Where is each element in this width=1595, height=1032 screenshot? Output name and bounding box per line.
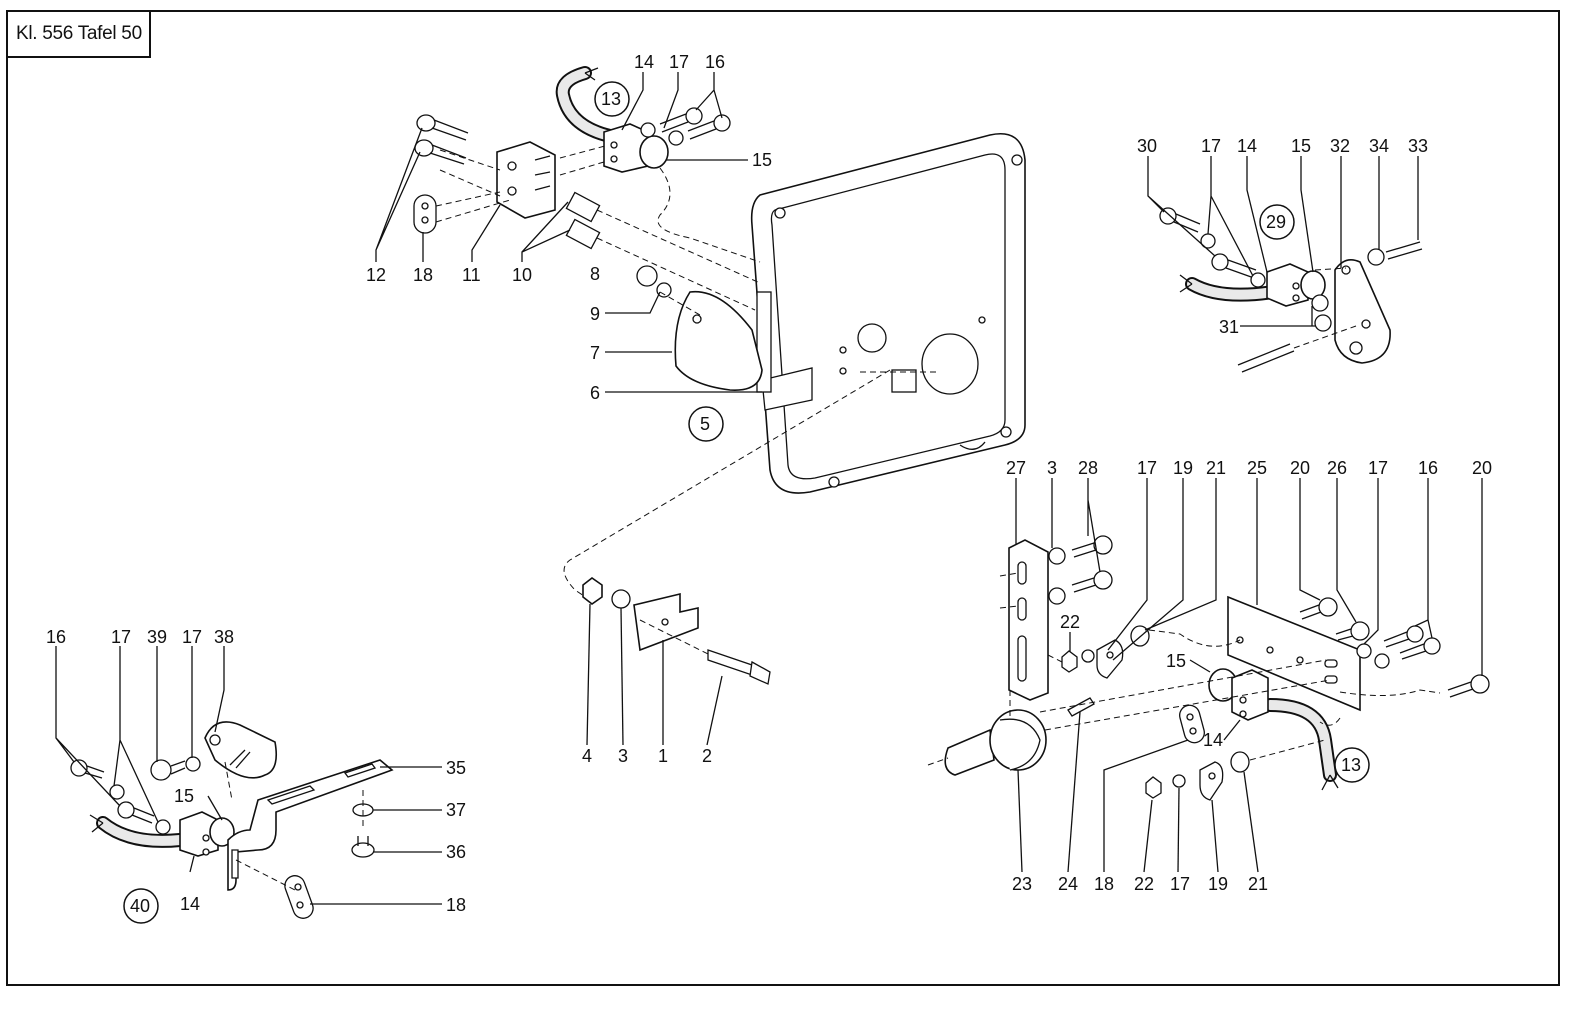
callout-3: 3 <box>1047 458 1057 478</box>
callout-11: 11 <box>462 265 481 285</box>
callout-17: 17 <box>1170 874 1190 894</box>
cover-panel <box>750 133 1026 494</box>
callout-9: 9 <box>590 304 600 324</box>
callout-17: 17 <box>669 52 689 72</box>
callout-32: 32 <box>1330 136 1350 156</box>
ref-29: 29 <box>1266 212 1286 232</box>
ref-5: 5 <box>700 414 710 434</box>
callout-1: 1 <box>658 746 668 766</box>
callout-14: 14 <box>1203 730 1223 750</box>
callout-23: 23 <box>1012 874 1032 894</box>
callout-18: 18 <box>1094 874 1114 894</box>
callout-17: 17 <box>182 627 202 647</box>
callout-7: 7 <box>590 343 600 363</box>
assembly-center <box>563 369 940 685</box>
callout-15: 15 <box>174 786 194 806</box>
cover-plate-7 <box>674 290 763 391</box>
assembly-13-top <box>413 66 761 316</box>
callout-labels: 12 18 11 10 14 17 16 15 8 9 7 6 30 17 14… <box>46 52 1492 915</box>
callout-14: 14 <box>1237 136 1257 156</box>
ref-13-top: 13 <box>601 89 621 109</box>
callout-36: 36 <box>446 842 466 862</box>
ref-40: 40 <box>130 896 150 916</box>
drawing-frame <box>6 10 1560 986</box>
callout-10: 10 <box>512 265 532 285</box>
callout-25: 25 <box>1247 458 1267 478</box>
callout-3: 3 <box>618 746 628 766</box>
callout-15: 15 <box>752 150 772 170</box>
callout-14: 14 <box>634 52 654 72</box>
leader-lines <box>55 72 1483 905</box>
callout-19: 19 <box>1173 458 1193 478</box>
callout-16: 16 <box>46 627 66 647</box>
assembly-40 <box>70 721 394 919</box>
callout-37: 37 <box>446 800 466 820</box>
callout-21: 21 <box>1248 874 1268 894</box>
callout-22: 22 <box>1060 612 1080 632</box>
callout-26: 26 <box>1327 458 1347 478</box>
callout-20: 20 <box>1290 458 1310 478</box>
callout-4: 4 <box>582 746 592 766</box>
callout-24: 24 <box>1058 874 1078 894</box>
callout-2: 2 <box>702 746 712 766</box>
callout-17: 17 <box>1137 458 1157 478</box>
plate-title: Kl. 556 Tafel 50 <box>6 10 151 58</box>
callout-15: 15 <box>1166 651 1186 671</box>
callout-20: 20 <box>1472 458 1492 478</box>
callout-33: 33 <box>1408 136 1428 156</box>
callout-12: 12 <box>366 265 386 285</box>
callout-14: 14 <box>180 894 200 914</box>
callout-38: 38 <box>214 627 234 647</box>
callout-18: 18 <box>446 895 466 915</box>
assembly-bottom-right <box>927 535 1490 801</box>
callout-34: 34 <box>1369 136 1389 156</box>
callout-28: 28 <box>1078 458 1098 478</box>
circled-refs: 13 5 29 13 40 <box>123 81 1370 924</box>
callout-19: 19 <box>1208 874 1228 894</box>
callout-16: 16 <box>705 52 725 72</box>
ref-13-bottom: 13 <box>1341 755 1361 775</box>
callout-39: 39 <box>147 627 167 647</box>
callout-8: 8 <box>590 264 600 284</box>
callout-27: 27 <box>1006 458 1026 478</box>
callout-17: 17 <box>1201 136 1221 156</box>
callout-30: 30 <box>1137 136 1157 156</box>
callout-17: 17 <box>111 627 131 647</box>
callout-15: 15 <box>1291 136 1311 156</box>
callout-18: 18 <box>413 265 433 285</box>
callout-35: 35 <box>446 758 466 778</box>
callout-6: 6 <box>590 383 600 403</box>
callout-31: 31 <box>1219 317 1239 337</box>
callout-22: 22 <box>1134 874 1154 894</box>
callout-16: 16 <box>1418 458 1438 478</box>
callout-21: 21 <box>1206 458 1226 478</box>
callout-17: 17 <box>1368 458 1388 478</box>
